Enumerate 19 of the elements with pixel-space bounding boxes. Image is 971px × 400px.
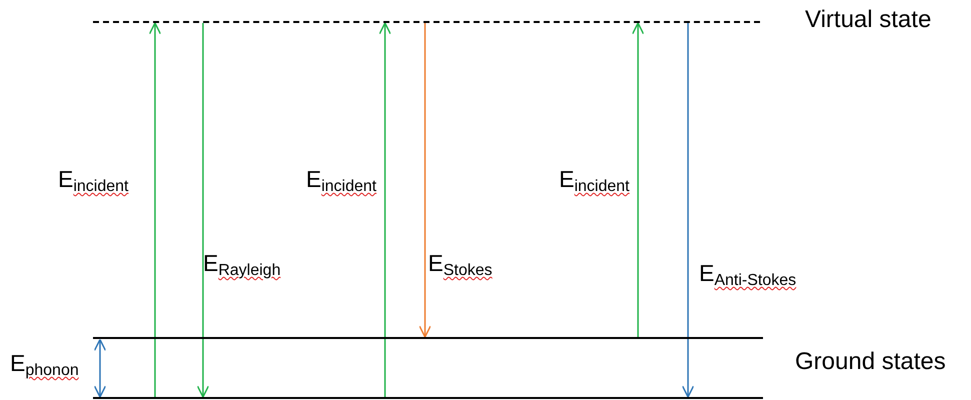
edge-label: E$_{Rayleigh}$	[203, 252, 281, 279]
dashed-energy-level-line	[93, 21, 760, 23]
arrow	[148, 22, 162, 397]
energy-level-line	[93, 337, 763, 339]
edge-label: E$_{incident}$	[559, 168, 630, 195]
edge-label: E$_{Anti-Stokes}$	[699, 262, 796, 289]
level-label: Virtual state	[805, 6, 932, 34]
arrow	[378, 22, 392, 397]
edge-label: E$_{incident}$	[58, 168, 128, 195]
edge-label: E$_{phonon}$	[10, 352, 79, 379]
level-label: Ground states	[795, 348, 946, 376]
arrow	[682, 23, 694, 398]
edge-label: E$_{incident}$	[306, 168, 376, 195]
arrow	[418, 23, 432, 338]
edge-label: E$_{Stokes}$	[428, 252, 492, 279]
energy-level-line	[93, 397, 763, 399]
arrow	[632, 22, 644, 337]
arrow	[196, 23, 210, 398]
arrow	[94, 338, 106, 398]
